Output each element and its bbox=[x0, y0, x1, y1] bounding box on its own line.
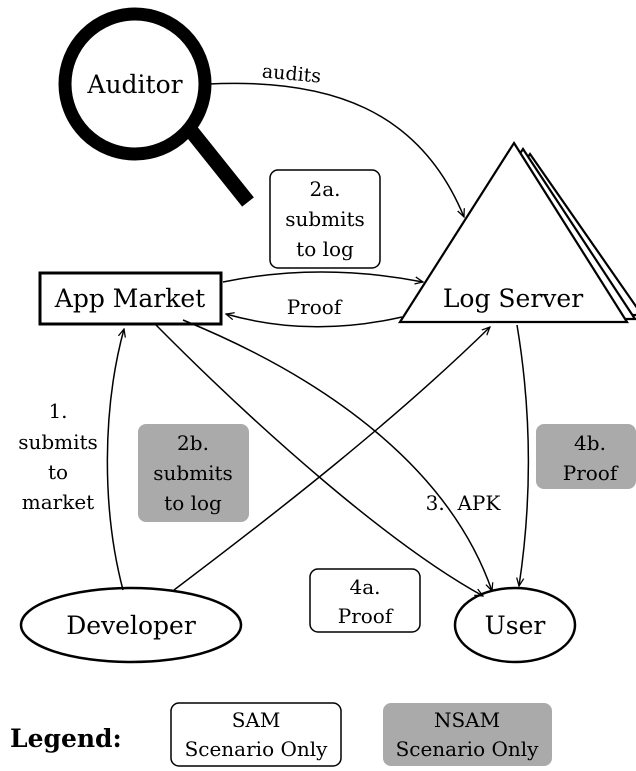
note-2b: 2b. submits to log bbox=[138, 424, 249, 522]
edge-label-step1: 1. submits to market bbox=[18, 399, 98, 514]
developer-label: Developer bbox=[66, 611, 196, 640]
step1-line-1: 1. bbox=[48, 399, 67, 423]
edge-market-to-user-proof bbox=[154, 323, 483, 596]
legend-title: Legend: bbox=[10, 724, 122, 753]
edge-market-to-logserver bbox=[222, 271, 423, 282]
log-server-triangle bbox=[397, 140, 629, 324]
log-server-node: Log Server bbox=[397, 140, 636, 324]
app-market-box bbox=[38, 271, 223, 326]
note-2a-line-1: 2a. bbox=[309, 177, 340, 201]
note-2b-box bbox=[138, 424, 249, 522]
note-4b-line-2: Proof bbox=[563, 461, 619, 485]
note-2b-line-1: 2b. bbox=[177, 431, 209, 455]
note-4b-line-1: 4b. bbox=[574, 431, 606, 455]
note-4a-line-1: 4a. bbox=[349, 575, 380, 599]
step1-line-3: to bbox=[48, 460, 68, 484]
note-4a-box bbox=[309, 568, 421, 633]
note-2b-line-3: to log bbox=[164, 491, 222, 515]
edge-logserver-to-user bbox=[517, 324, 530, 586]
step1-line-4: market bbox=[22, 490, 94, 514]
developer-ellipse bbox=[19, 586, 243, 664]
edge-developer-to-market bbox=[106, 329, 124, 591]
legend-sam-swatch bbox=[170, 702, 342, 767]
auditor-node: Auditor bbox=[58, 7, 254, 207]
user-node: User bbox=[453, 586, 577, 664]
legend-sam-line-1: SAM bbox=[232, 708, 281, 732]
user-label: User bbox=[485, 611, 546, 640]
edge-developer-to-logserver bbox=[173, 327, 490, 591]
edge-auditor-to-logserver bbox=[207, 82, 464, 217]
app-market-node: App Market bbox=[38, 271, 223, 326]
note-4a-line-2: Proof bbox=[338, 604, 394, 628]
note-4a: 4a. Proof bbox=[309, 568, 421, 633]
legend-nsam-swatch bbox=[383, 703, 552, 766]
legend: Legend: SAM Scenario Only NSAM Scenario … bbox=[10, 702, 552, 767]
step1-line-2: submits bbox=[18, 430, 98, 454]
developer-node: Developer bbox=[19, 586, 243, 664]
edge-label-audits: audits bbox=[261, 60, 322, 87]
edge-label-step3-apk: 3. APK bbox=[426, 491, 502, 515]
note-2a: 2a. submits to log bbox=[269, 169, 381, 269]
legend-nsam-line-2: Scenario Only bbox=[396, 737, 540, 761]
edge-market-to-user-apk bbox=[182, 319, 492, 591]
note-2a-box bbox=[269, 169, 381, 269]
auditor-label: Auditor bbox=[86, 70, 182, 99]
app-market-label: App Market bbox=[54, 284, 205, 313]
legend-sam-line-2: Scenario Only bbox=[185, 737, 329, 761]
edge-label-proof: Proof bbox=[287, 295, 343, 319]
legend-nsam-line-1: NSAM bbox=[434, 708, 500, 732]
note-2b-line-2: submits bbox=[153, 461, 233, 485]
log-server-label: Log Server bbox=[443, 284, 583, 313]
note-2a-line-3: to log bbox=[296, 237, 354, 261]
note-2a-line-2: submits bbox=[285, 207, 365, 231]
note-4b-box bbox=[536, 424, 636, 489]
edge-logserver-proof-to-market bbox=[226, 314, 403, 328]
magnifier-handle bbox=[186, 127, 254, 207]
magnifier-lens bbox=[58, 7, 212, 161]
user-ellipse bbox=[453, 586, 577, 664]
note-4b: 4b. Proof bbox=[536, 424, 636, 489]
